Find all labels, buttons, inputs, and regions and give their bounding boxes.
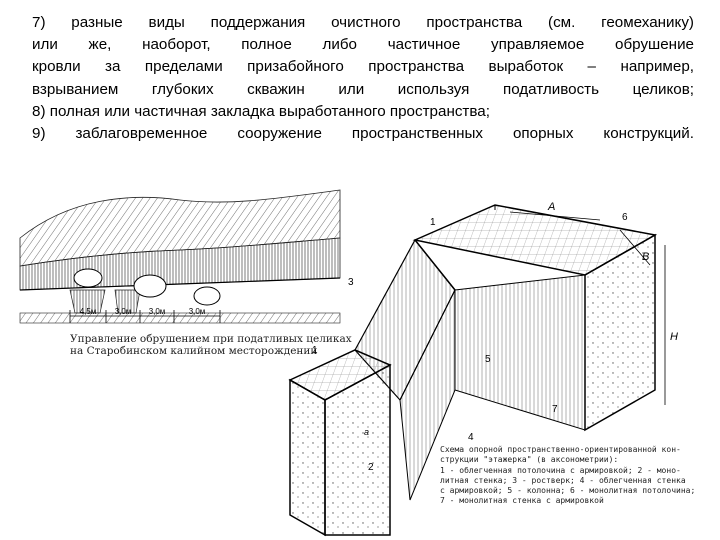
pillar-rock [193,286,221,306]
label-2: 2 [368,462,374,473]
dimension-label: 3,0м [189,307,206,316]
dimension-H: H [670,331,678,343]
caption-line: Схема опорной пространственно-ориентиров… [440,445,681,454]
caption-line: Управление обрушением при податливых цел… [70,333,352,345]
dimension-B: B [642,251,649,263]
floor-strata [19,312,341,324]
caption-line: на Старобинском калийном месторождении [70,345,318,357]
caving-diagram: 4,5м 3,0м 3,0м 3,0м [19,189,341,324]
label-1-top: 1 [430,217,436,228]
caption-line: струкции "этажерка" (в аксонометрии): [440,455,619,465]
right-caption: Схема опорной пространственно-ориентиров… [440,445,720,507]
dimension-label: 3,0м [149,307,166,316]
label-1-left: 1 [312,345,318,356]
dimension-A: A [547,201,555,213]
caption-line: 7 - монолитная стенка с армировкой [440,496,604,506]
lower-wall-side [289,378,326,537]
caption-line: с армировкой; 5 - колонна; 6 - монолитна… [440,486,696,496]
text-line: 8) полная или частичная закладка выработ… [32,102,490,120]
lower-wall-front [324,363,391,536]
text-line: взрыванием глубоких скважин или использу… [32,80,694,98]
text-line: кровли за пределами призабойного простра… [32,58,694,76]
column-face [454,274,586,431]
light-wall [399,289,456,501]
label-6: 6 [622,212,628,223]
dimension-label: 4,5м [80,307,97,316]
caption-line: 1 - облегченная потолочина с армировкой;… [440,465,681,475]
main-text: 7) разные виды поддержания очистного про… [32,12,694,145]
text-line: 7) разные виды поддержания очистного про… [32,14,694,31]
dimension-a: a [364,427,369,437]
dimension-label: 3,0м [115,307,132,316]
text-line: или же, наоборот, полное либо частичное … [32,36,694,54]
pillar-rock [73,268,103,288]
pillar-rock [133,274,167,298]
label-3: 3 [348,277,354,288]
label-7: 7 [552,404,558,415]
label-4: 4 [468,432,474,443]
text-line: 9) заблаговременное сооружение пространс… [32,125,694,143]
support-structure-diagram: 1 6 3 5 1 2 4 7 A H B a [288,201,678,537]
label-5: 5 [485,354,491,365]
left-caption: Управление обрушением при податливых цел… [70,333,370,357]
caption-line: литная стенка; 3 - ростверк; 4 - облегче… [440,475,686,485]
